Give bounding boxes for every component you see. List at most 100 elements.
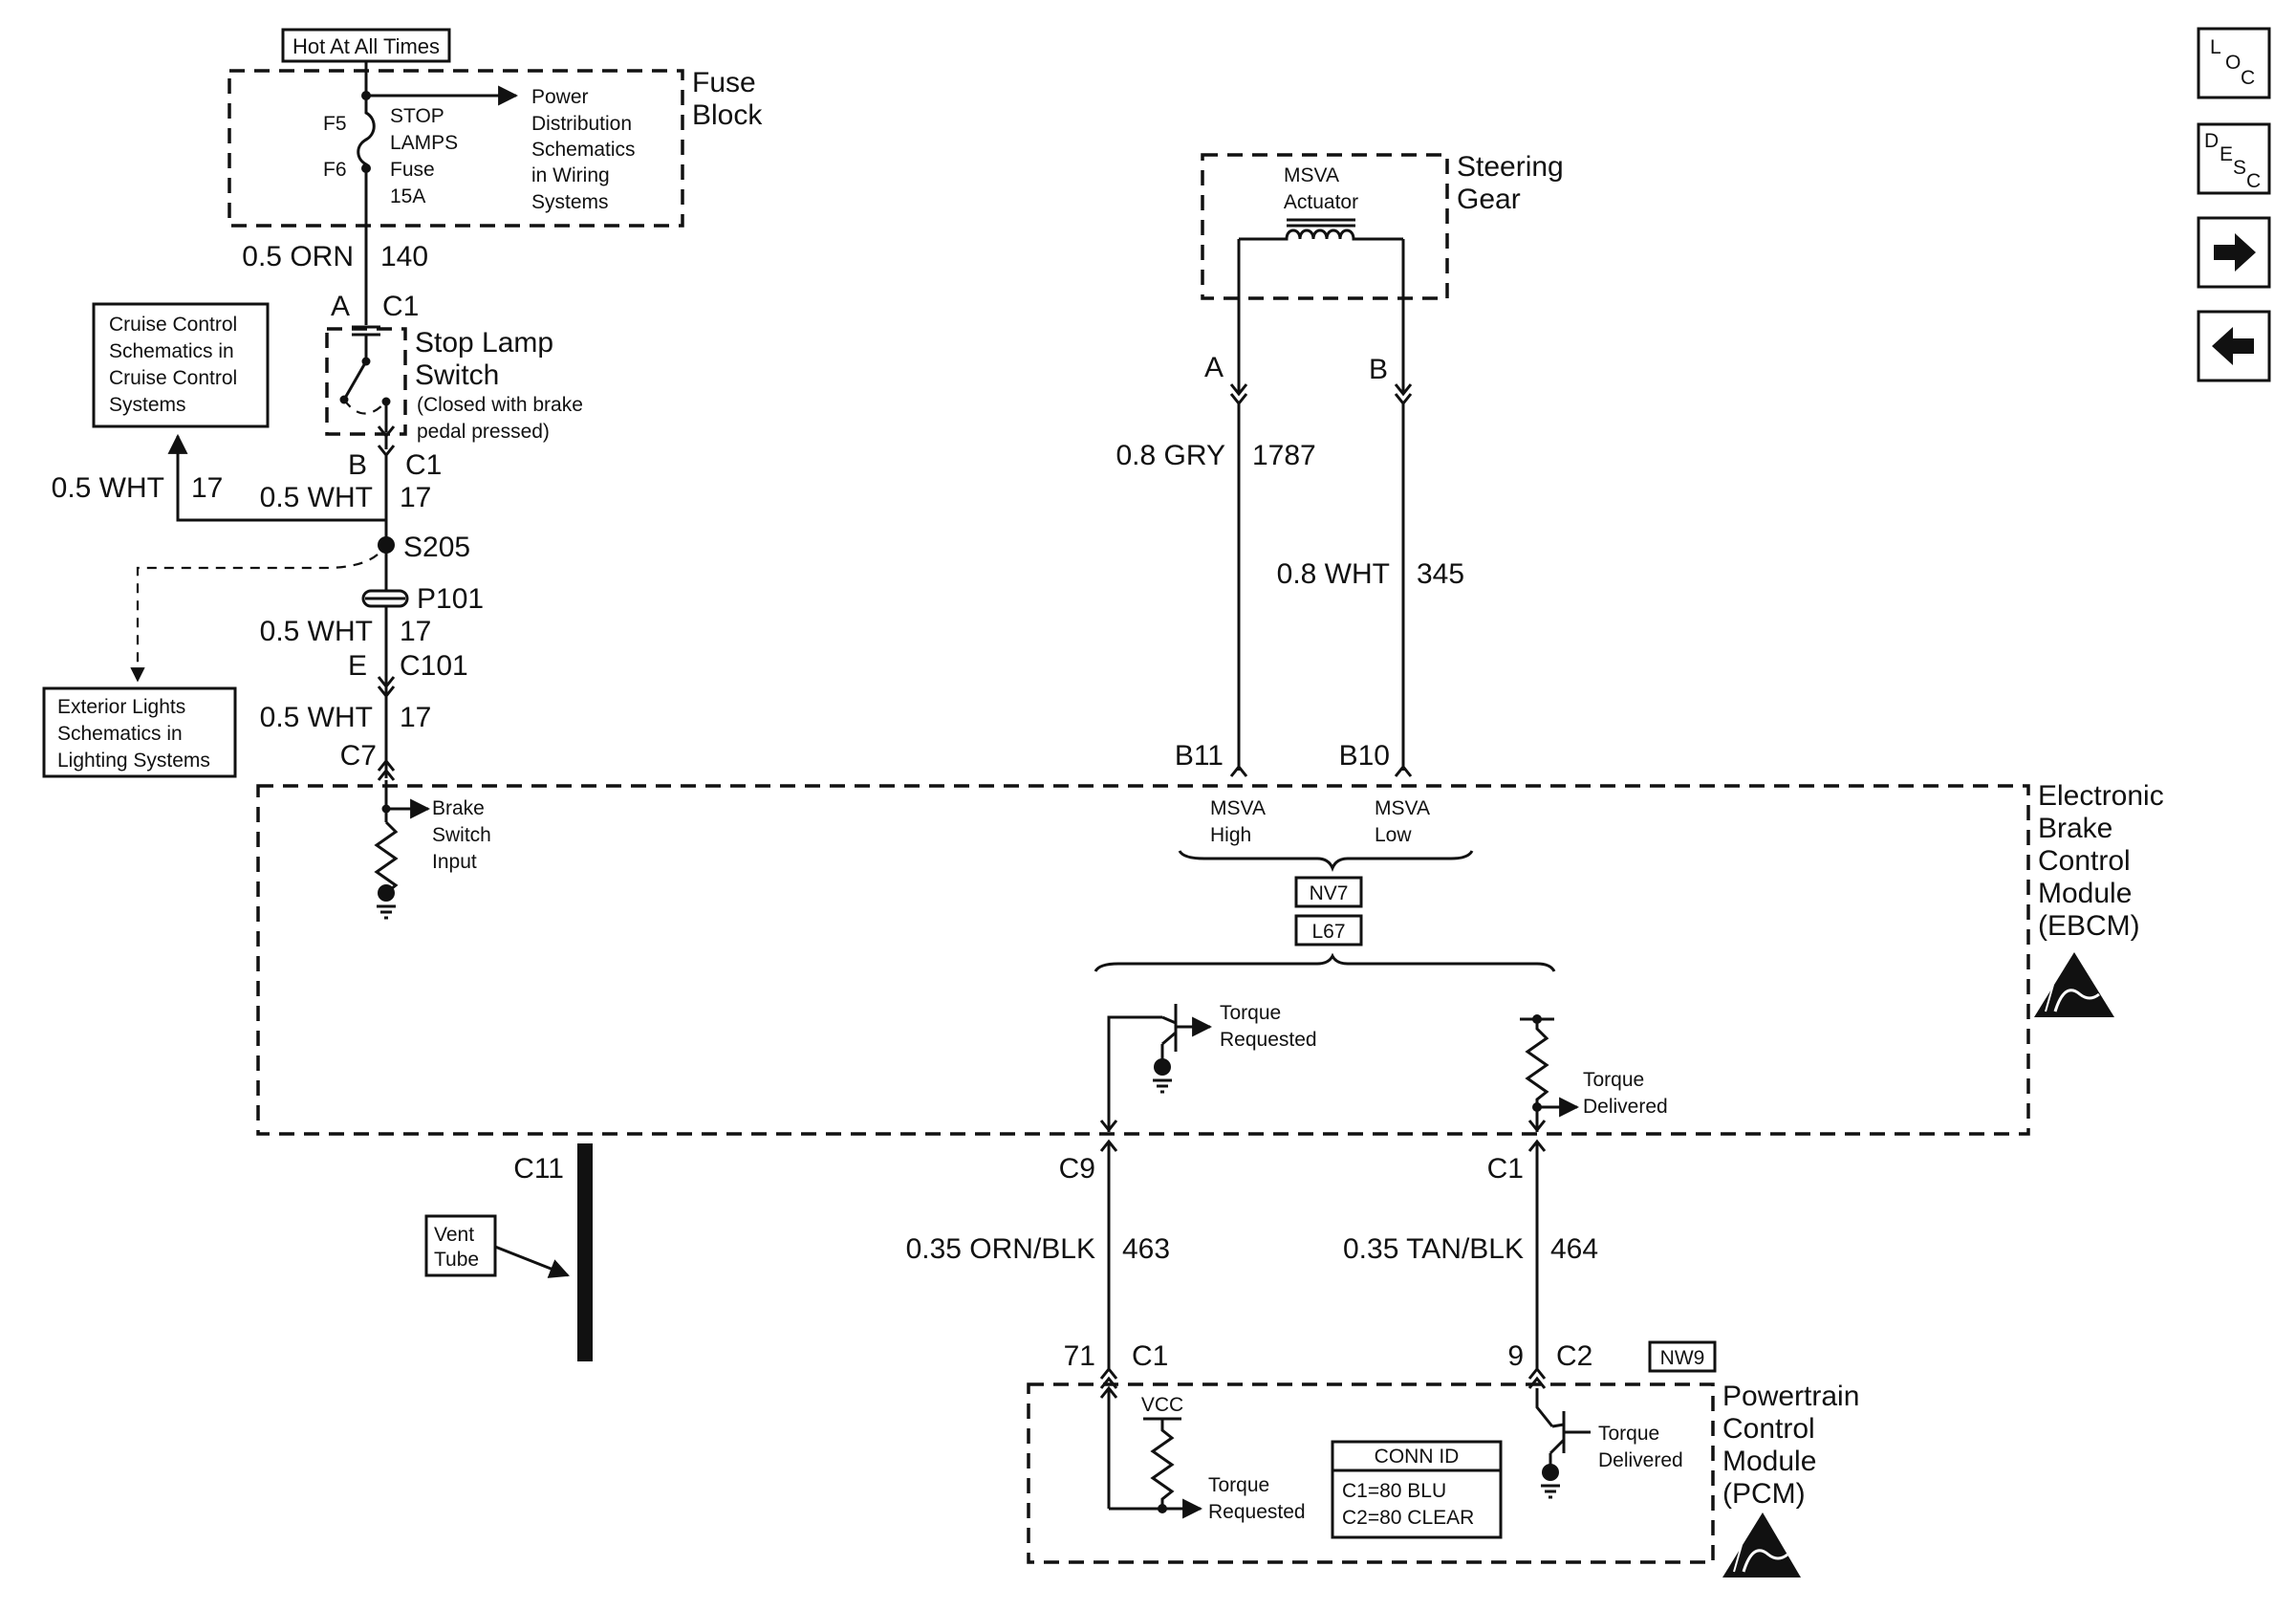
previous-page-button[interactable] [2197, 310, 2271, 382]
cruise-ref-text-3: Cruise Control [109, 367, 237, 389]
switch-connector-c1-bottom: C1 [405, 449, 442, 481]
steering-gear: Steering Gear MSVA Actuator A B 0.8 GRY … [1116, 151, 1564, 771]
steering-gear-title-2: Gear [1457, 184, 1521, 215]
msva-bracket [1178, 850, 1474, 873]
description-button[interactable]: D E S C [2197, 122, 2271, 195]
location-button-c: C [2241, 67, 2255, 89]
fuse-terminal-f6: F6 [323, 159, 347, 181]
pcm-torque-requested-label-2: Requested [1208, 1501, 1306, 1523]
fuse-icon [357, 96, 376, 168]
msva-high-label: MSVA [1210, 797, 1266, 819]
conn-id-box [1331, 1440, 1503, 1539]
option-nw9: NW9 [1660, 1347, 1705, 1369]
power-distribution-ref-5: Systems [531, 191, 609, 213]
wire-464-color: 0.35 TAN/BLK [1343, 1233, 1524, 1265]
option-l67: L67 [1311, 921, 1345, 943]
fuse-name: STOP [390, 105, 444, 127]
cruise-ref-text: Cruise Control [109, 314, 237, 336]
brake-switch-input-label-2: Switch [432, 824, 491, 846]
msva-actuator-label: MSVA [1284, 164, 1339, 186]
stop-lamp-switch-title: Stop Lamp [415, 327, 553, 359]
conn-id-c2: C2=80 CLEAR [1342, 1507, 1474, 1529]
stop-lamp-switch-title-2: Switch [415, 359, 499, 391]
wire-140-color: 0.5 ORN [242, 241, 354, 272]
pcm-torque-requested-label: Torque [1208, 1474, 1269, 1496]
stop-lamp-switch-outline [325, 327, 407, 436]
cruise-wire-color: 0.5 WHT [52, 472, 164, 504]
wire-17-low-color: 0.5 WHT [260, 702, 373, 733]
next-page-button[interactable] [2197, 216, 2271, 289]
wire-345-color: 0.8 WHT [1277, 558, 1390, 590]
conn-id-c1: C1=80 BLU [1342, 1480, 1446, 1502]
pcm-module: Powertrain Control Module (PCM) VCC Torq… [1027, 1381, 1859, 1577]
msva-high-label-2: High [1210, 824, 1251, 846]
wire-1787-color: 0.8 GRY [1116, 440, 1225, 471]
fuse-block-title: Fuse [692, 67, 756, 98]
arrow-left-icon [2212, 327, 2254, 365]
exterior-ref-text-3: Lighting Systems [57, 750, 210, 772]
steering-gear-outline [1201, 153, 1449, 300]
wire-464-circuit: 464 [1550, 1233, 1598, 1265]
ebcm-torque-delivered-label: Torque [1583, 1069, 1644, 1091]
stop-lamp-switch-note: (Closed with brake [417, 394, 583, 416]
msva-actuator-label-2: Actuator [1284, 191, 1358, 213]
fuse-block: Hot At All Times Fuse Block F5 F6 STOP L… [227, 28, 763, 228]
cruise-wire-circuit: 17 [191, 472, 223, 504]
conn-id-title: CONN ID [1375, 1446, 1460, 1468]
ebcm-connector-c9: C9 [1059, 1153, 1095, 1185]
pcm-wiring: 0.35 ORN/BLK 463 0.35 TAN/BLK 464 71 C1 … [906, 1143, 1717, 1389]
cruise-ref-text-4: Systems [109, 394, 186, 416]
brake-switch-input-label-3: Input [432, 851, 477, 873]
fuse-terminal-f5: F5 [323, 113, 347, 135]
stop-lamp-switch-note-2: pedal pressed) [417, 421, 550, 443]
switch-contact-icon [342, 360, 368, 401]
wire-17-to-cruise [167, 433, 386, 522]
esd-warning-icon [2034, 952, 2114, 1017]
ebcm-connector-c1: C1 [1487, 1153, 1524, 1185]
switch-pin-a: A [331, 291, 350, 322]
msva-low-label-2: Low [1375, 824, 1412, 846]
pcm-connector-c2: C2 [1556, 1340, 1592, 1372]
passthrough-p101-label: P101 [417, 583, 484, 615]
description-button-d: D [2204, 130, 2219, 152]
option-nv7: NV7 [1310, 882, 1349, 904]
pcm-vcc-label: VCC [1141, 1394, 1183, 1416]
brake-switch-input-label: Brake [432, 797, 485, 819]
power-distribution-ref-4: in Wiring [531, 164, 610, 186]
description-button-c: C [2246, 170, 2261, 192]
ebcm-torque-requested-label: Torque [1220, 1002, 1281, 1024]
vent-tube-label: Vent [434, 1224, 474, 1246]
splice-s205-label: S205 [403, 532, 470, 563]
pcm-pin-9: 9 [1507, 1340, 1524, 1372]
pcm-title-2: Control [1722, 1413, 1815, 1445]
wire-463-color: 0.35 ORN/BLK [906, 1233, 1095, 1265]
exterior-ref-text-2: Schematics in [57, 723, 183, 745]
pcm-esd-warning-icon [1722, 1512, 1801, 1577]
pcm-outline [1027, 1382, 1715, 1564]
ebcm-torque-delivered-label-2: Delivered [1583, 1096, 1668, 1118]
stop-lamp-switch-circuit: 0.5 ORN 140 A C1 Stop Lamp Switch (Close… [242, 168, 583, 481]
ebcm-pin-b11: B11 [1175, 740, 1224, 772]
pcm-pin-71: 71 [1064, 1340, 1095, 1372]
c101-label: C101 [400, 650, 468, 682]
cruise-control-ref: Cruise Control Schematics in Cruise Cont… [52, 302, 386, 522]
location-button-o: O [2225, 52, 2241, 74]
pcm-title-3: Module [1722, 1446, 1816, 1477]
pcm-title-4: (PCM) [1722, 1478, 1806, 1510]
switch-connector-c1-top: C1 [382, 291, 419, 322]
fuse-name-2: LAMPS [390, 132, 458, 154]
ebcm-connector-c11: C11 [513, 1153, 564, 1185]
torque-bracket [1094, 952, 1556, 972]
wire-17-to-exterior [130, 554, 379, 683]
msva-coil-icon [1239, 228, 1403, 241]
wire-1787-circuit: 1787 [1252, 440, 1316, 471]
brake-input-resistor-icon [374, 820, 399, 897]
location-button[interactable]: L O C [2197, 27, 2271, 99]
vent-tube-label-2: Tube [434, 1249, 479, 1271]
description-button-s: S [2233, 157, 2246, 179]
steering-pin-a: A [1204, 352, 1224, 383]
ebcm-module: Electronic Brake Control Module (EBCM) B… [256, 740, 2164, 1185]
wire-17-upper-circuit: 17 [400, 482, 431, 513]
msva-low-label: MSVA [1375, 797, 1430, 819]
wire-17-mid-color: 0.5 WHT [260, 616, 373, 647]
